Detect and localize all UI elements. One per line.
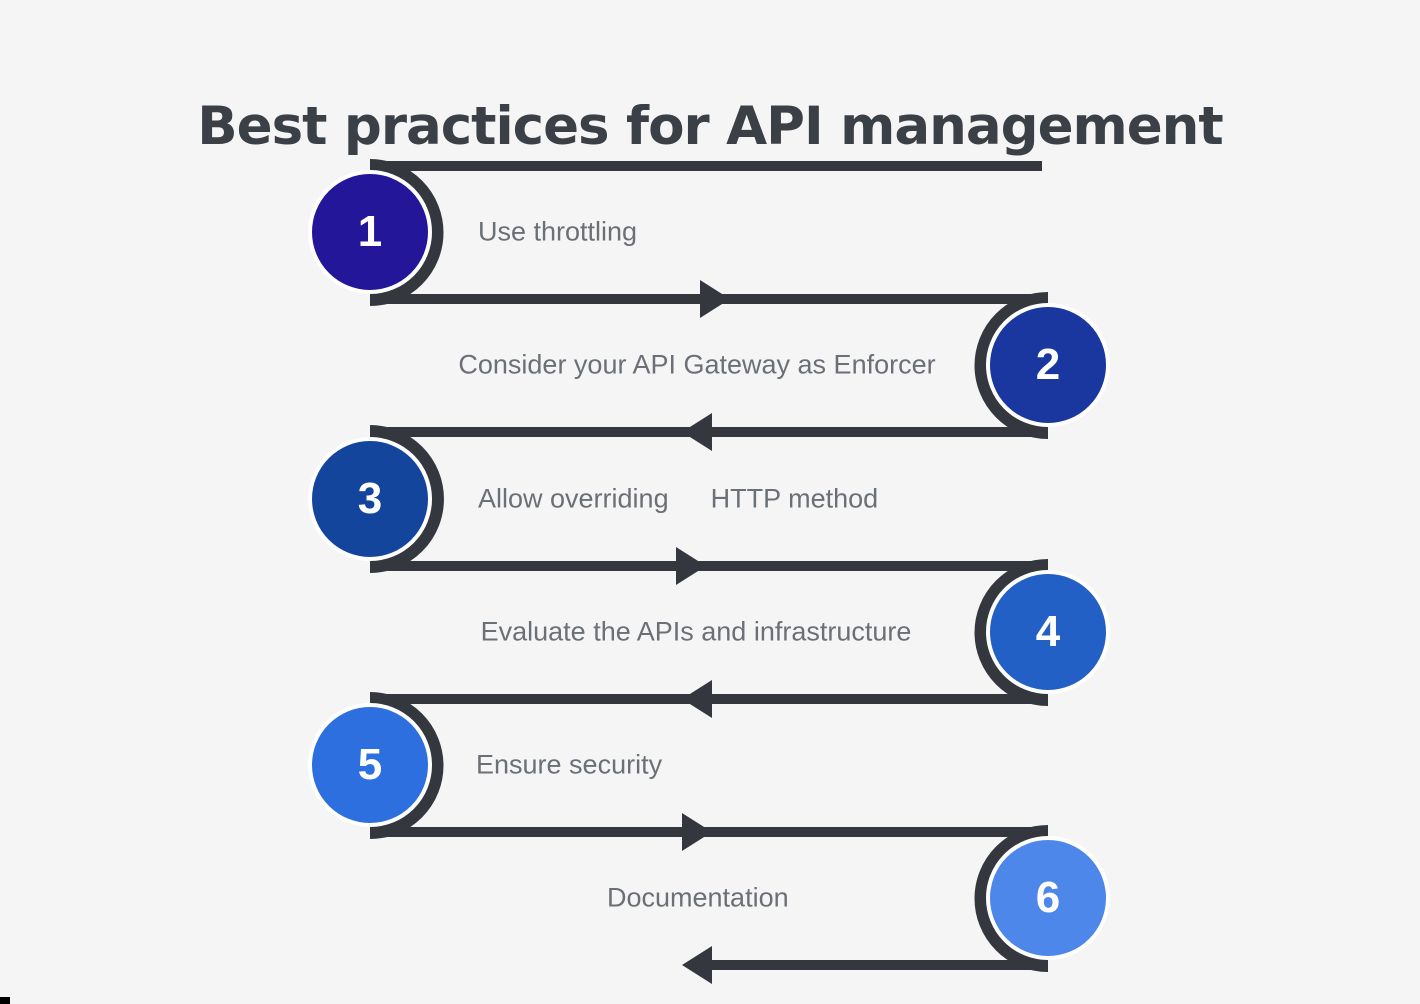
- step-5-label-text: Ensure security: [476, 749, 663, 780]
- arrow-right-icon: [700, 280, 730, 318]
- step-6-number: 6: [1035, 873, 1061, 922]
- hairpin-arc-step-6: [974, 825, 1049, 972]
- step-6-label: Documentation: [607, 883, 789, 914]
- step-6-badge: 6: [986, 836, 1110, 960]
- step-2-label: Consider your API Gateway as Enforcer: [458, 350, 935, 381]
- arrow-right-icon: [676, 547, 706, 585]
- arrow-left-icon: [682, 680, 712, 718]
- step-3-badge: 3: [308, 437, 432, 561]
- step-4-label-text: Evaluate the APIs and infrastructure: [480, 616, 912, 647]
- step-5-number: 5: [357, 740, 383, 789]
- step-2-badge: 2: [986, 303, 1110, 427]
- step-3-number: 3: [357, 474, 383, 523]
- step-6-label-text: Documentation: [607, 882, 789, 913]
- step-1-number: 1: [357, 207, 383, 256]
- screen-corner-artifact: [0, 997, 10, 1004]
- hairpin-arc-step-2: [974, 292, 1049, 439]
- hairpin-arc-step-5: [369, 692, 444, 839]
- step-4-badge: 4: [986, 570, 1110, 694]
- step-3-label-text: Allow overriding: [478, 483, 669, 514]
- step-1-label-text: Use throttling: [478, 216, 638, 247]
- step-5-label: Ensure security: [476, 750, 662, 781]
- hairpin-arc-step-4: [974, 559, 1049, 706]
- step-4-label: Evaluate the APIs and infrastructure: [481, 617, 912, 648]
- hairpin-arc-step-1: [369, 159, 444, 306]
- page-title: Best practices for API management: [197, 95, 1223, 157]
- arrow-right-icon: [682, 813, 712, 851]
- step-4-number: 4: [1035, 607, 1061, 656]
- step-3-label: Allow overriding HTTP method: [478, 484, 878, 515]
- arrow-left-icon: [682, 413, 712, 451]
- step-1-badge: 1: [308, 170, 432, 294]
- step-5-badge: 5: [308, 703, 432, 827]
- step-1-label: Use throttling: [478, 217, 637, 248]
- arrow-left-icon: [682, 946, 712, 984]
- hairpin-arc-step-3: [369, 425, 444, 573]
- step-2-number: 2: [1035, 340, 1061, 389]
- step-2-label-text: Consider your API Gateway as Enforcer: [458, 349, 936, 380]
- step-3-label-text-2: HTTP method: [710, 483, 879, 514]
